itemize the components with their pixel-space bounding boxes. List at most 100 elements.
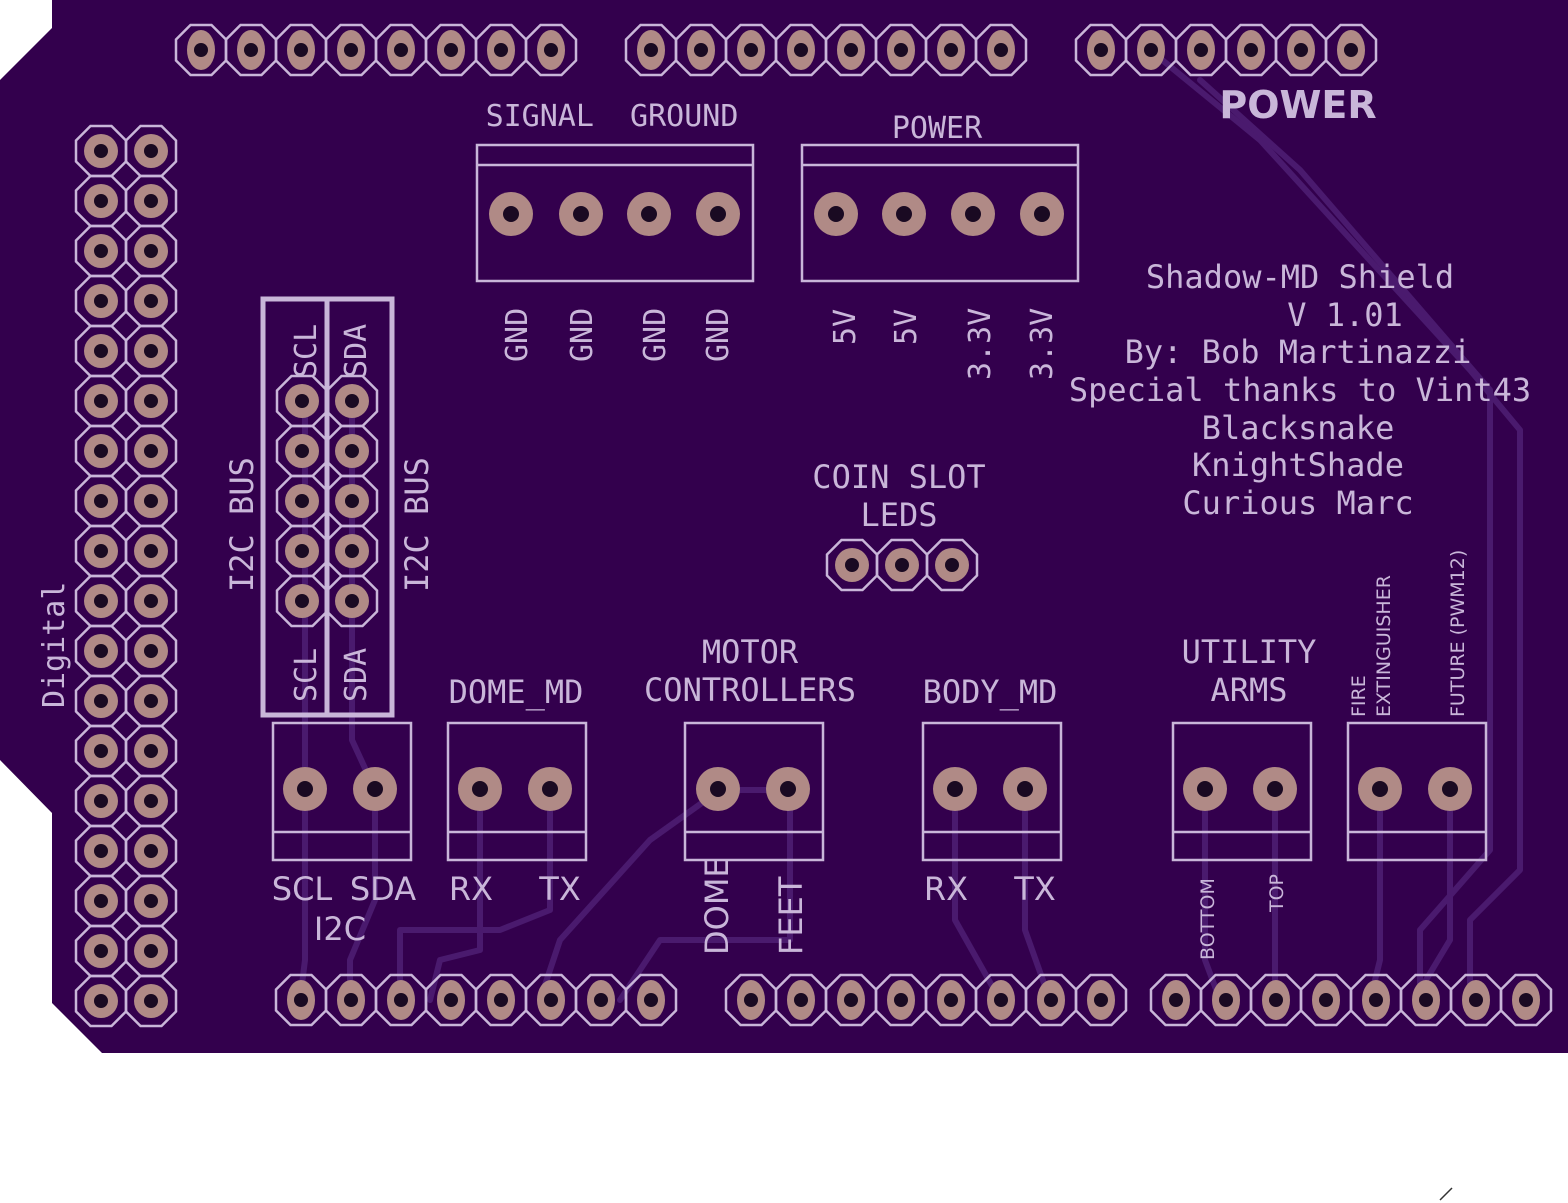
digital-pad (74, 124, 128, 178)
label-scl-bottom: SCL (289, 648, 324, 702)
header-pad (174, 23, 228, 77)
label-gnd-3: GND (638, 308, 673, 362)
label-i2c: I2C (314, 910, 366, 948)
label-sda-terminal: SDA (350, 870, 416, 908)
digital-pad (74, 624, 128, 678)
label-dome: DOME (698, 857, 736, 955)
digital-pad (124, 174, 178, 228)
header-pad (374, 973, 428, 1027)
digital-pad (74, 974, 128, 1028)
header-pad (1249, 973, 1303, 1027)
terminal-pad (489, 192, 533, 236)
header-pad (1024, 973, 1078, 1027)
header-pad (874, 973, 928, 1027)
label-motor: MOTOR (702, 633, 799, 671)
label-scl-terminal: SCL (272, 870, 333, 908)
header-pad (1074, 23, 1128, 77)
terminal-pad (1428, 767, 1472, 811)
terminal-pad (1253, 767, 1297, 811)
label-3v3-2: 3.3V (1025, 308, 1060, 380)
credit-line-1: Shadow-MD Shield (1146, 258, 1454, 296)
coin-slot-pad (825, 538, 879, 592)
header-pad (474, 23, 528, 77)
label-sda-top: SDA (339, 324, 374, 378)
header-pad (424, 23, 478, 77)
digital-pad (124, 774, 178, 828)
label-future: FUTURE (PWM12) (1447, 550, 1469, 717)
terminal-pad (1003, 767, 1047, 811)
header-pad (674, 23, 728, 77)
terminal-pad (1020, 192, 1064, 236)
digital-pad (74, 474, 128, 528)
terminal-pad (458, 767, 502, 811)
credit-line-6: KnightShade (1192, 446, 1404, 484)
header-pad (624, 23, 678, 77)
credit-line-4: Special thanks to Vint43 (1069, 371, 1531, 409)
credit-line-5: Blacksnake (1202, 409, 1395, 447)
label-leds: LEDS (860, 496, 937, 534)
label-tx-dome: TX (538, 870, 580, 908)
terminal-pad (696, 767, 740, 811)
header-pad (1274, 23, 1328, 77)
credit-line-3: By: Bob Martinazzi (1125, 333, 1472, 371)
header-pad (974, 23, 1028, 77)
label-fire: FIRE (1348, 675, 1370, 717)
header-pad (474, 973, 528, 1027)
digital-pad (74, 274, 128, 328)
header-pad (324, 973, 378, 1027)
label-body-md: BODY_MD (923, 673, 1058, 711)
header-pad (524, 23, 578, 77)
label-power-top: POWER (1219, 83, 1376, 127)
header-pad (1199, 973, 1253, 1027)
terminal-pad (559, 192, 603, 236)
header-pad (224, 23, 278, 77)
label-dome-md: DOME_MD (449, 673, 584, 711)
coin-slot-pad (925, 538, 979, 592)
header-pad (1499, 973, 1553, 1027)
terminal-pad (627, 192, 671, 236)
label-utility: UTILITY (1182, 633, 1317, 671)
terminal-pad (1358, 767, 1402, 811)
digital-pad (124, 674, 178, 728)
digital-pad (124, 124, 178, 178)
label-extinguisher: EXTINGUISHER (1373, 575, 1395, 717)
header-pad (1299, 973, 1353, 1027)
header-pad (1174, 23, 1228, 77)
terminal-pad (882, 192, 926, 236)
digital-pad (74, 924, 128, 978)
label-power-block: POWER (892, 111, 983, 146)
digital-pad (124, 374, 178, 428)
label-top: TOP (1266, 874, 1288, 913)
terminal-pad (933, 767, 977, 811)
label-tx-body: TX (1013, 870, 1055, 908)
label-i2c-bus-right: I2C BUS (398, 457, 436, 592)
label-feet: FEET (772, 876, 810, 955)
header-pad (924, 973, 978, 1027)
digital-pad (74, 324, 128, 378)
digital-pad (124, 924, 178, 978)
label-3v3-1: 3.3V (963, 308, 998, 380)
label-digital: Digital (37, 582, 72, 708)
coin-slot-pad (875, 538, 929, 592)
silkscreen-outlines (271, 143, 1488, 862)
header-pad (1074, 973, 1128, 1027)
credit-line-7: Curious Marc (1182, 484, 1413, 522)
corner-mark (1439, 1187, 1453, 1201)
label-rx-dome: RX (449, 870, 493, 908)
header-pad (574, 973, 628, 1027)
header-pad (1349, 973, 1403, 1027)
header-pad (924, 23, 978, 77)
label-gnd-2: GND (565, 308, 600, 362)
header-pad (824, 23, 878, 77)
header-pad (624, 973, 678, 1027)
label-bottom: BOTTOM (1197, 878, 1219, 960)
header-pad (1449, 973, 1503, 1027)
header-pad (724, 973, 778, 1027)
header-pad (1124, 23, 1178, 77)
terminal-pad (528, 767, 572, 811)
label-scl-top: SCL (289, 324, 324, 378)
terminal-pad (696, 192, 740, 236)
header-pad (1399, 973, 1453, 1027)
header-pad (1149, 973, 1203, 1027)
label-gnd-1: GND (500, 308, 535, 362)
